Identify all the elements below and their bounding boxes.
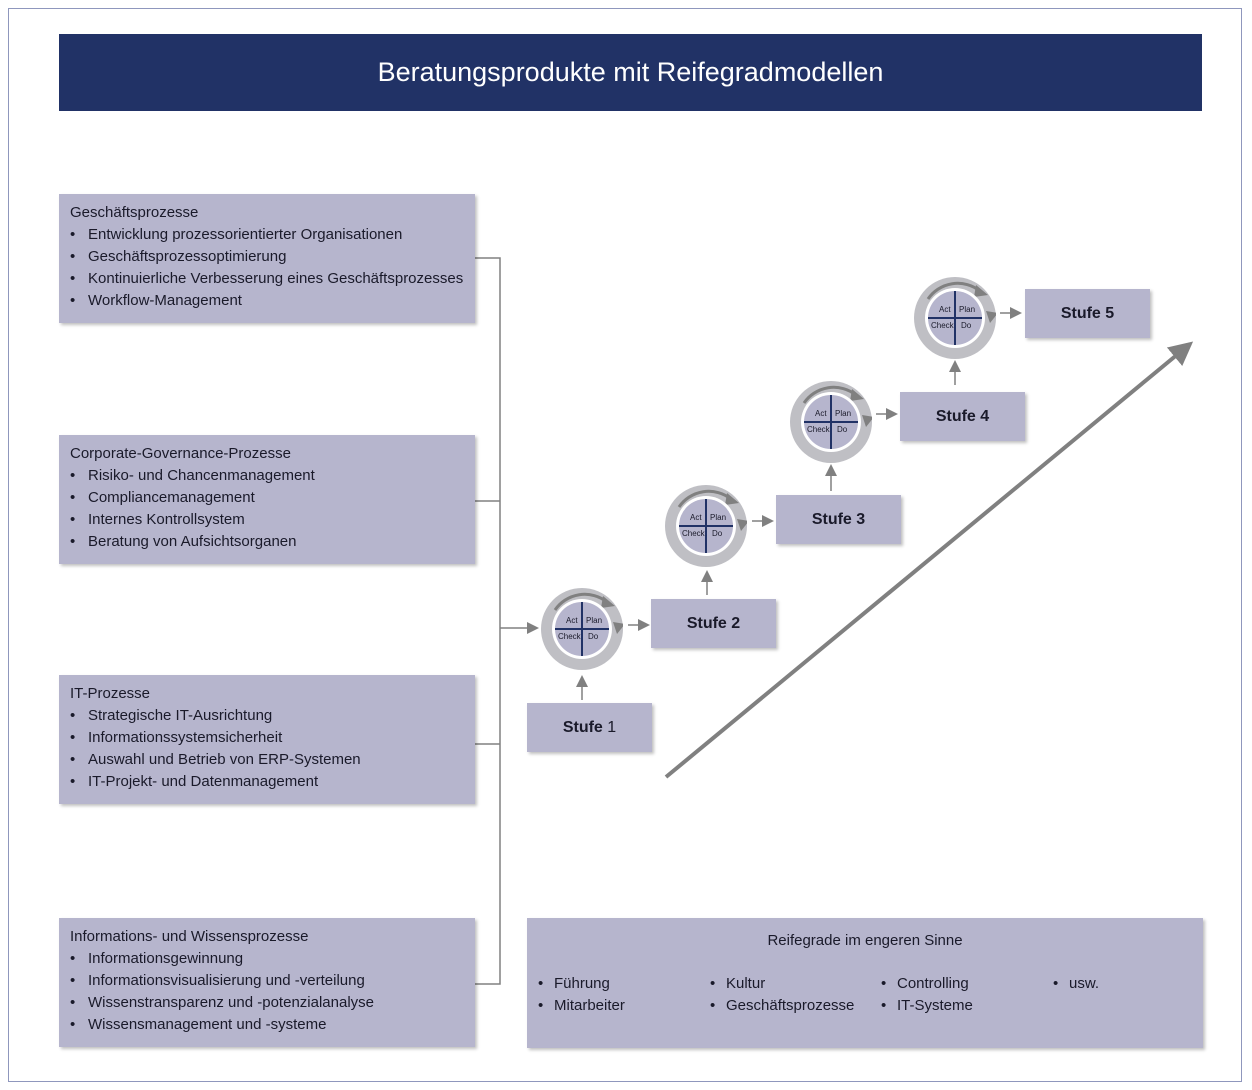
maturity-column-3: Controlling IT-Systeme [881,973,973,1017]
list-item: Kultur [710,973,854,995]
pdca-do-label: Do [961,321,972,330]
stage-2-box: Stufe 2 [651,599,776,648]
list-item: Informationssystemsicherheit [70,727,464,749]
list-item: IT-Projekt- und Datenmanagement [70,771,464,793]
pdca-act-label: Act [815,409,827,418]
pdca-plan-label: Plan [959,305,976,314]
pdca-check-label: Check [807,425,830,434]
pdca-act-label: Act [566,616,578,625]
group-title: Geschäftsprozesse [70,204,199,221]
list-item: usw. [1053,973,1099,995]
pdca-check-label: Check [558,632,581,641]
list-item: Risiko- und Chancenmanagement [70,465,464,487]
cycle-arrow-icon [553,592,623,634]
list-item: Workflow-Management [70,290,464,312]
list-item: Kontinuierliche Verbesserung eines Gesch… [70,268,464,290]
figure-frame [8,8,1242,1082]
pdca-cycle-3: Act Plan Check Do [790,381,872,463]
pdca-plan-label: Plan [710,513,727,522]
maturity-column-4: usw. [1053,973,1099,995]
list-item: Geschäftsprozesse [710,995,854,1017]
list-item: Wissenstransparenz und -potenzialanalyse [70,992,464,1014]
list-item: Mitarbeiter [538,995,625,1017]
group-title: IT-Prozesse [70,685,151,702]
list-item: Compliancemanagement [70,487,464,509]
stage-1-word: Stufe [562,718,603,736]
list-item: Geschäftsprozessoptimierung [70,246,464,268]
pdca-cycle-2: Act Plan Check Do [665,485,747,567]
group-title: Informations- und Wissensprozesse [70,928,309,945]
list-item: Informationsgewinnung [70,948,464,970]
list-item: Führung [538,973,625,995]
maturity-trend-arrow [664,341,1194,779]
pdca-check-label: Check [931,321,954,330]
pdca-plan-label: Plan [835,409,852,418]
group-geschaeftsprozesse: Geschäftsprozesse Entwicklung prozessori… [59,194,475,323]
cycle-arrow-icon [926,281,996,323]
maturity-column-1: Führung Mitarbeiter [538,973,625,1017]
cycle-arrow-icon [677,489,747,531]
group-corporate-governance: Corporate-Governance-Prozesse Risiko- un… [59,435,475,564]
stage-5-box: Stufe 5 [1025,289,1150,338]
group-wissensprozesse: Informations- und Wissensprozesse Inform… [59,918,475,1047]
list-item: Strategische IT-Ausrichtung [70,705,464,727]
cycle-arrow-icon [802,385,872,427]
bracket-line [475,257,501,985]
list-item: Informationsvisualisierung und -verteilu… [70,970,464,992]
stage-3-box: Stufe 3 [776,495,901,544]
pdca-do-label: Do [837,425,848,434]
pdca-check-label: Check [682,529,705,538]
pdca-cycle-4: Act Plan Check Do [914,277,996,359]
pdca-do-label: Do [588,632,599,641]
list-item: IT-Systeme [881,995,973,1017]
pdca-plan-label: Plan [586,616,603,625]
group-it-prozesse: IT-Prozesse Strategische IT-Ausrichtung … [59,675,475,804]
diagram-title: Beratungsprodukte mit Reifegradmodellen [59,34,1202,111]
group-title: Corporate-Governance-Prozesse [70,445,291,462]
pdca-cycle-1: Act Plan Check Do [541,588,623,670]
stage-4-box: Stufe 4 [900,392,1025,441]
maturity-column-2: Kultur Geschäftsprozesse [710,973,854,1017]
list-item: Beratung von Aufsichtsorganen [70,531,464,553]
stage-1-box: Stufe 1 [527,703,652,752]
list-item: Entwicklung prozessorientierter Organisa… [70,224,464,246]
list-item: Auswahl und Betrieb von ERP-Systemen [70,749,464,771]
list-item: Internes Kontrollsystem [70,509,464,531]
list-item: Controlling [881,973,973,995]
stage-1-number: 1 [607,718,617,736]
maturity-box: Reifegrade im engeren Sinne Führung Mita… [527,918,1203,1048]
maturity-title: Reifegrade im engeren Sinne [767,932,963,949]
list-item: Wissensmanagement und -systeme [70,1014,464,1036]
pdca-act-label: Act [690,513,702,522]
pdca-do-label: Do [712,529,723,538]
pdca-act-label: Act [939,305,951,314]
